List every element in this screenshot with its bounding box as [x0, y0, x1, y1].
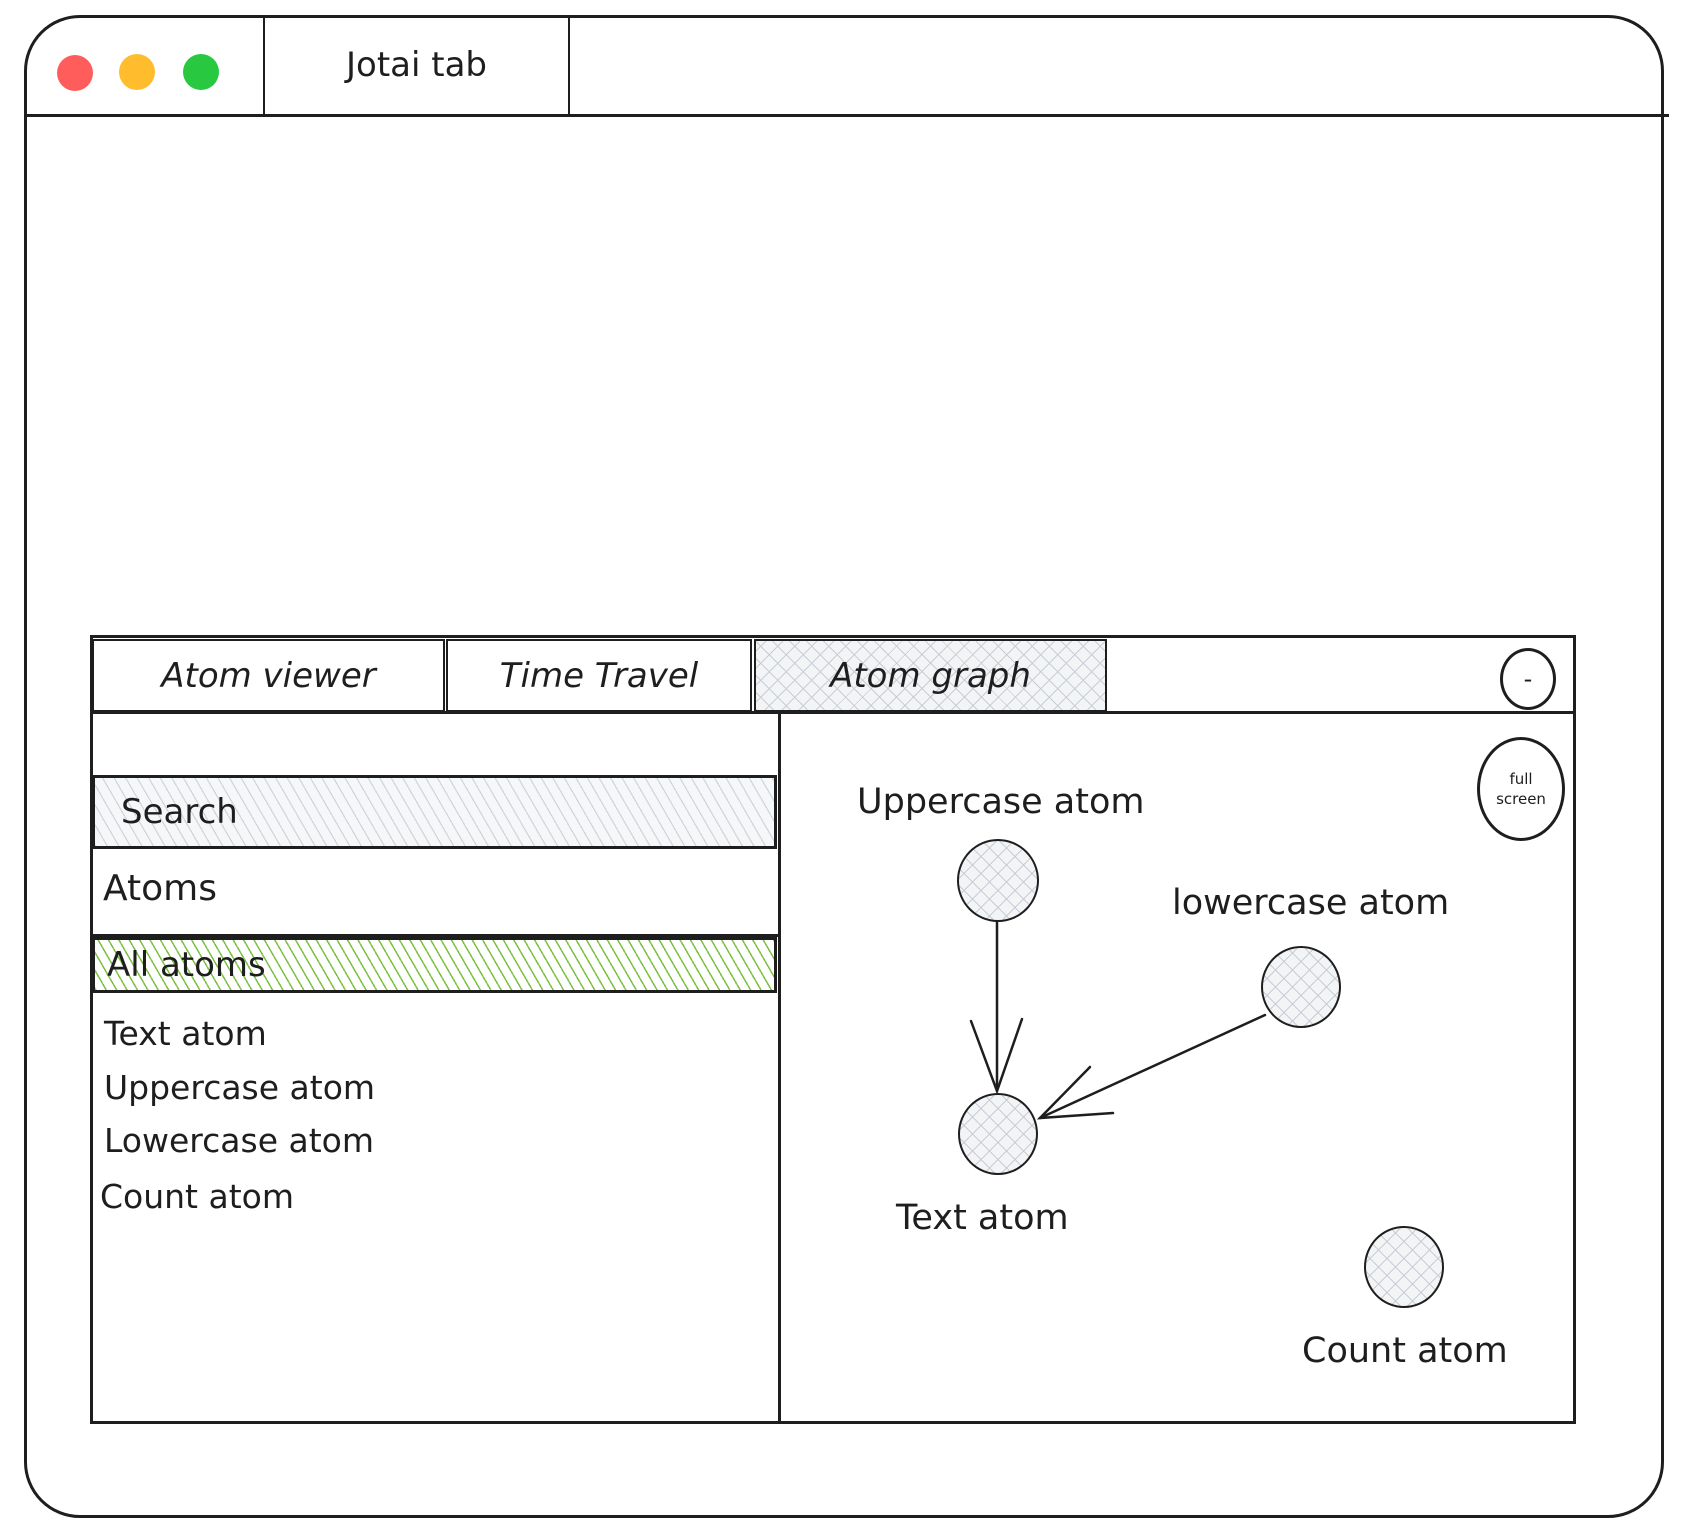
graph-node-count[interactable] — [1364, 1226, 1444, 1308]
browser-window — [24, 15, 1664, 1518]
maximize-window-button[interactable] — [183, 54, 219, 90]
graph-node-label-lowercase: lowercase atom — [1172, 883, 1450, 923]
atoms-section-title: Atoms — [103, 868, 217, 909]
minimize-window-button[interactable] — [119, 54, 155, 90]
tab-label: Atom viewer — [161, 655, 376, 696]
browser-tab-label: Jotai tab — [346, 45, 487, 85]
tab-atom-graph[interactable]: Atom graph — [754, 639, 1107, 712]
minimize-devtools-button[interactable]: - — [1500, 648, 1556, 710]
atom-list-item[interactable]: Uppercase atom — [104, 1068, 376, 1107]
graph-node-text[interactable] — [958, 1093, 1038, 1175]
atoms-header-divider — [92, 934, 779, 937]
filter-label: All atoms — [107, 945, 266, 985]
tab-label: Time Travel — [499, 655, 699, 696]
tab-atom-viewer[interactable]: Atom viewer — [92, 639, 445, 712]
devtools-panel — [90, 635, 1576, 1424]
atom-list-item[interactable]: Text atom — [104, 1014, 267, 1053]
tab-time-travel[interactable]: Time Travel — [446, 639, 752, 712]
minus-icon: - — [1523, 665, 1533, 693]
browser-tab[interactable]: Jotai tab — [263, 16, 570, 116]
devtools-tabbar-divider — [90, 711, 1576, 714]
fullscreen-button[interactable]: full screen — [1477, 737, 1565, 841]
graph-node-lowercase[interactable] — [1261, 946, 1341, 1028]
graph-node-label-text: Text atom — [896, 1198, 1069, 1238]
close-window-button[interactable] — [57, 55, 93, 91]
atom-list-item[interactable]: Count atom — [100, 1177, 294, 1216]
graph-node-label-uppercase: Uppercase atom — [857, 782, 1145, 822]
titlebar-divider — [24, 114, 1669, 117]
search-input[interactable]: Search — [92, 775, 777, 849]
filter-all-atoms[interactable]: All atoms — [92, 937, 777, 993]
search-placeholder: Search — [121, 792, 238, 832]
pane-divider — [778, 711, 781, 1423]
fullscreen-label-line2: screen — [1496, 790, 1546, 808]
graph-node-label-count: Count atom — [1302, 1331, 1508, 1371]
tab-label: Atom graph — [830, 655, 1031, 696]
fullscreen-label-line1: full — [1509, 770, 1533, 788]
graph-node-uppercase[interactable] — [957, 839, 1039, 922]
atom-list-item[interactable]: Lowercase atom — [104, 1121, 374, 1160]
